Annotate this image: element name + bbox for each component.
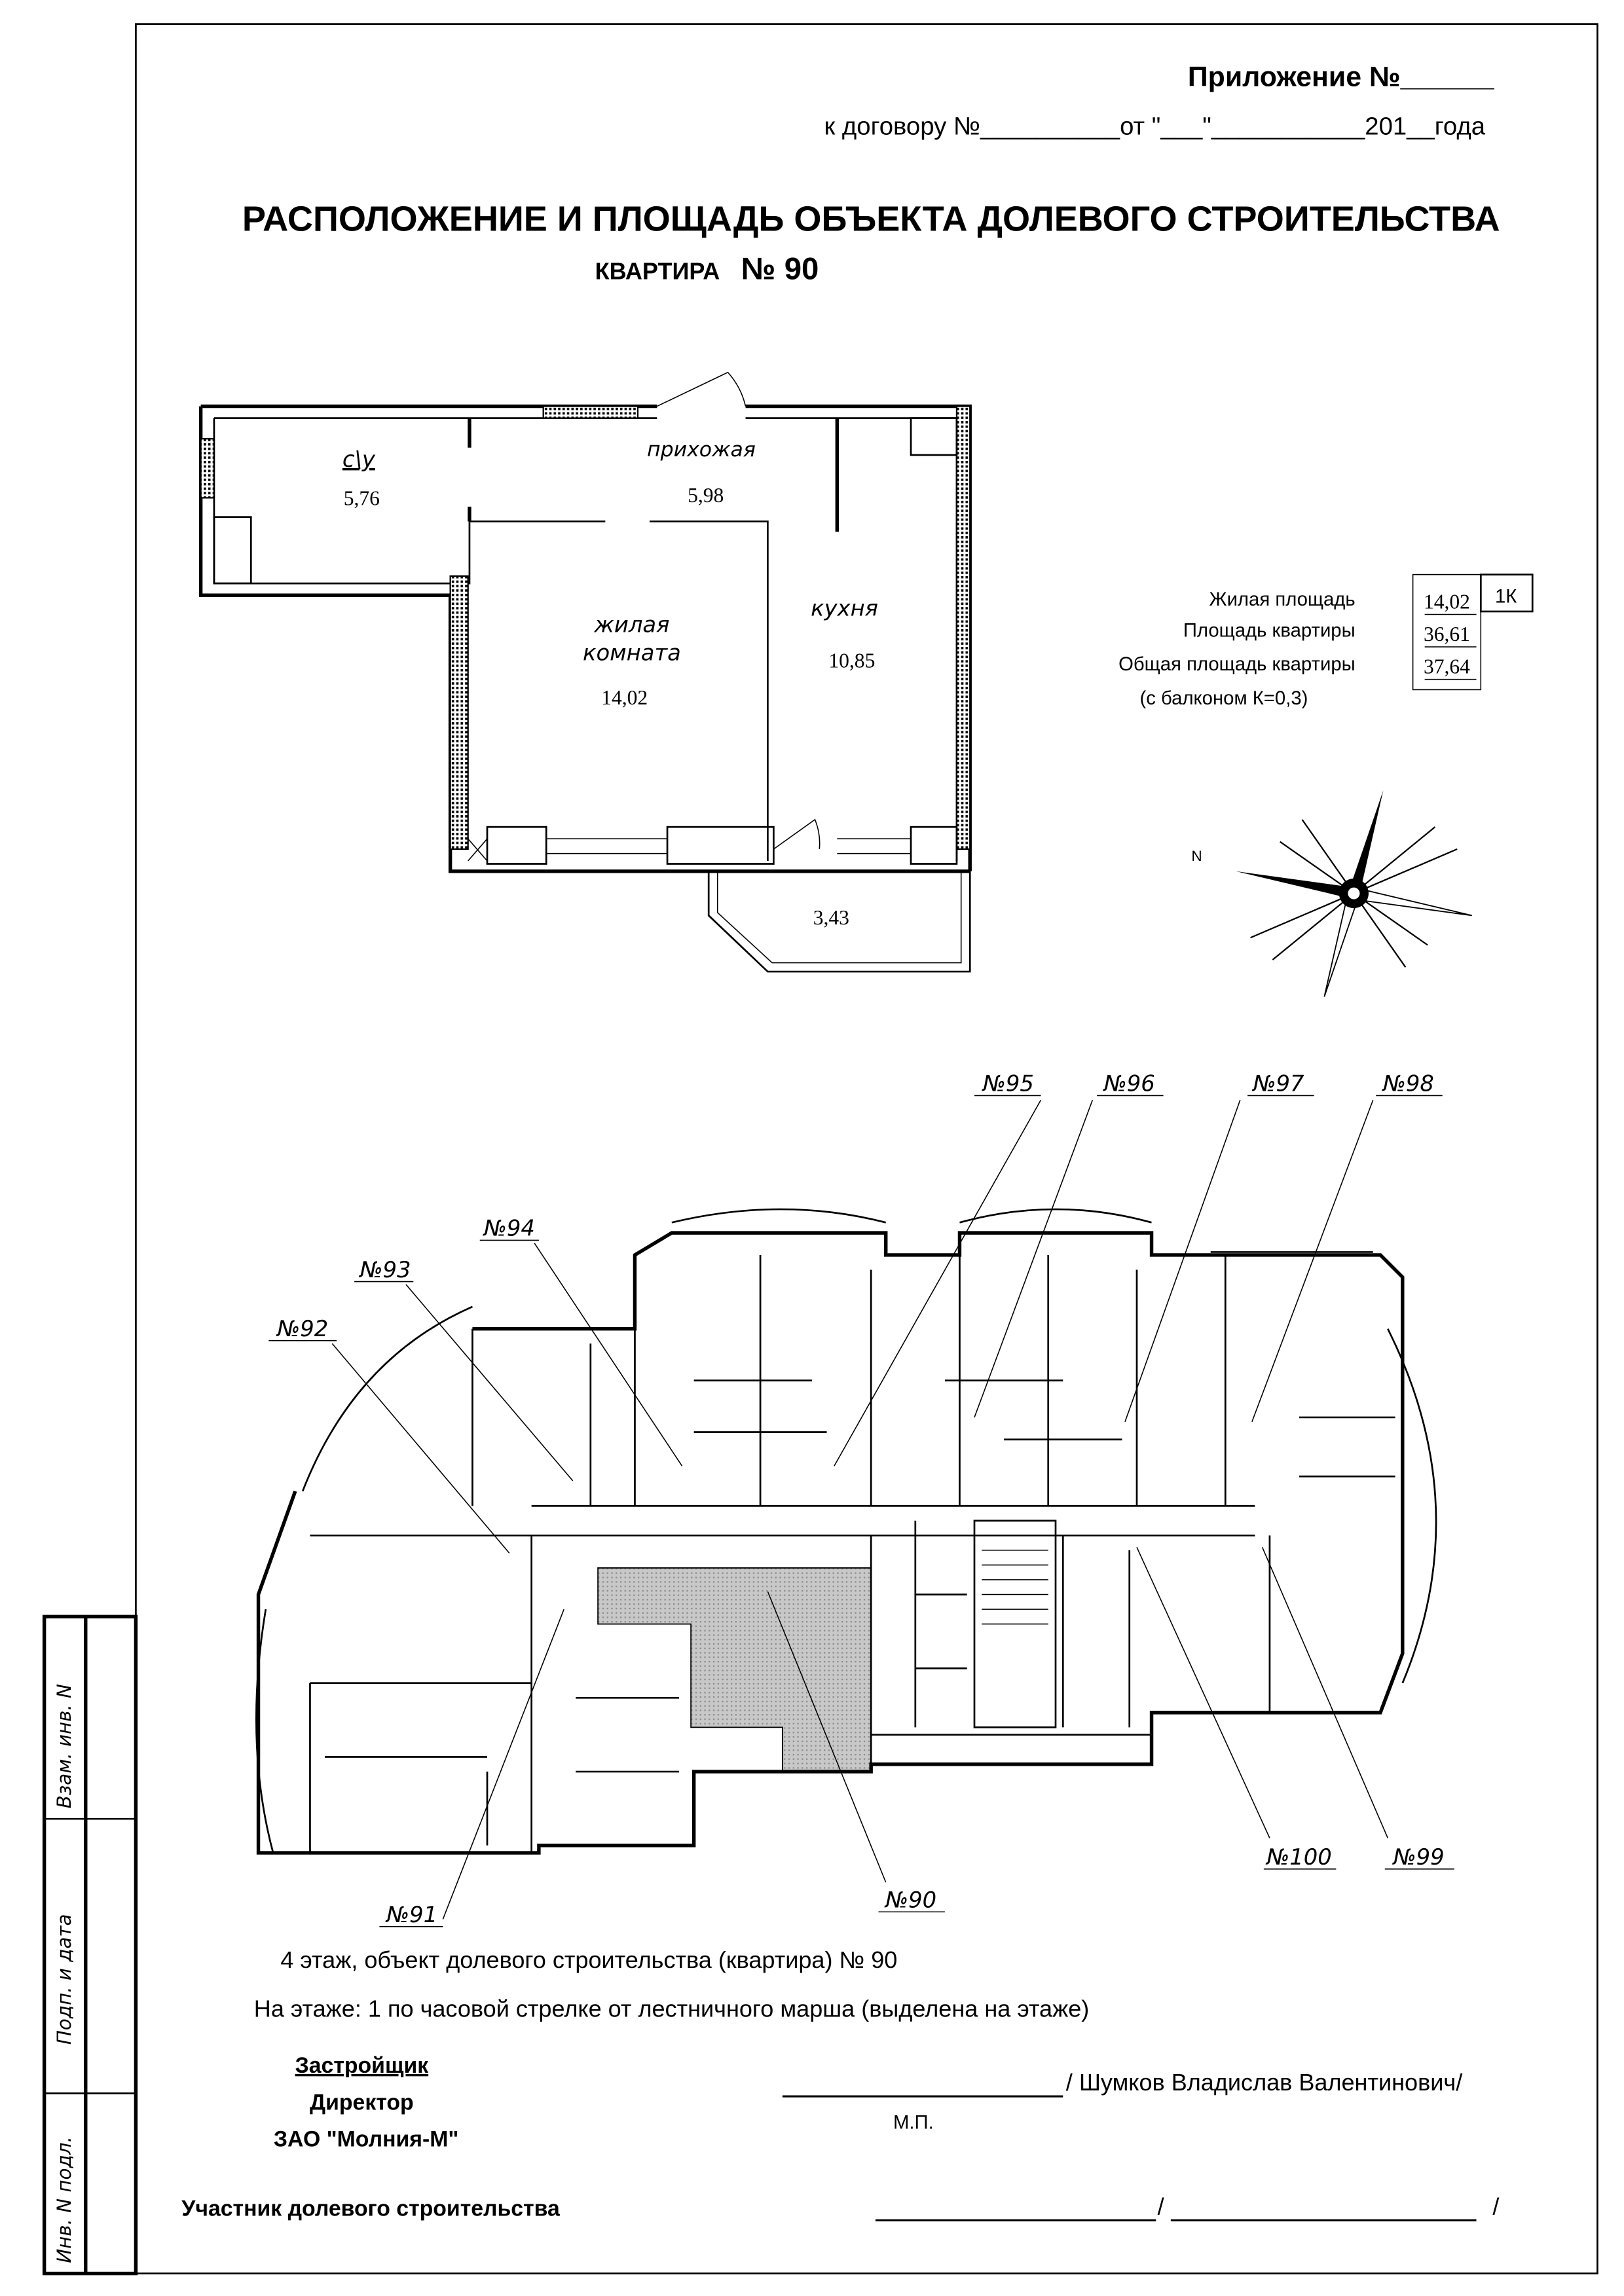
page-title: РАСПОЛОЖЕНИЕ И ПЛОЩАДЬ ОБЪЕКТА ДОЛЕВОГО … <box>242 199 1500 238</box>
apartment-label-97: №97 <box>1251 1071 1304 1097</box>
apartment-label-90: №90 <box>884 1887 936 1912</box>
stamp-column: Взам. инв. N Подп. и дата Инв. N подл. <box>42 1614 138 2276</box>
apartment-label-92: №92 <box>276 1316 328 1341</box>
apartment-plan <box>198 372 972 973</box>
apartment-label-91: №91 <box>385 1902 437 1927</box>
room-area-bathroom: 5,76 <box>344 487 380 510</box>
participant-label: Участник долевого строительства <box>181 2196 561 2221</box>
staircase <box>973 1520 1057 1728</box>
room-area-balcony: 3,43 <box>813 906 849 929</box>
signature-closing-slash: / <box>1492 2193 1500 2219</box>
apartment-label-94: №94 <box>483 1216 535 1241</box>
developer-name: / Шумков Владислав Валентинович/ <box>1066 2069 1463 2096</box>
room-type-badge: 1К <box>1495 585 1517 607</box>
apartment-label: КВАРТИРА <box>595 258 720 285</box>
apartment-leaders <box>268 1095 1454 1927</box>
north-label: N <box>1191 848 1202 864</box>
room-area-living: 14,02 <box>601 686 648 709</box>
floor-note: 4 этаж, объект долевого строительства (к… <box>280 1946 897 1973</box>
room-name-bathroom: с\у <box>342 446 376 472</box>
stamp-signature-date-label: Подп. и дата <box>53 1914 75 2045</box>
room-name-living-1: жилая <box>593 612 669 638</box>
balcony-coefficient-label: (с балконом К=0,3) <box>1140 687 1308 709</box>
stamp-replacement-label: Взам. инв. N <box>53 1684 75 1808</box>
apartment-label-100: №100 <box>1265 1844 1332 1870</box>
page-frame <box>135 23 1598 2274</box>
living-area-label: Жилая площадь <box>1209 589 1356 610</box>
contract-reference: к договору №__________от "___"__________… <box>824 113 1486 141</box>
seal-placeholder: М.П. <box>893 2112 934 2134</box>
total-area-value: 37,64 <box>1424 655 1470 678</box>
apartment-label-99: №99 <box>1392 1844 1445 1870</box>
apartment-label-96: №96 <box>1103 1071 1155 1097</box>
apartment-number: № 90 <box>741 252 819 287</box>
living-area-value: 14,02 <box>1424 590 1470 613</box>
developer-heading: Застройщик <box>295 2053 429 2078</box>
total-area-label: Общая площадь квартиры <box>1118 653 1356 675</box>
apartment-label-93: №93 <box>358 1257 411 1283</box>
compass-rose-icon: N <box>1191 790 1472 997</box>
stamp-inventory-label: Инв. N подл. <box>53 2136 75 2263</box>
apartment-labels: №95 №96 №97 №98 №94 №93 №92 №91 №90 №100… <box>276 1071 1445 1927</box>
apartment-label-98: №98 <box>1382 1071 1434 1097</box>
apartment-area-label: Площадь квартиры <box>1183 619 1356 641</box>
highlighted-apartment-90 <box>597 1567 872 1772</box>
appendix-number: Приложение №______ <box>1188 61 1495 92</box>
floor-plan <box>255 1208 1437 1855</box>
room-area-hallway: 5,98 <box>688 484 724 507</box>
signature-block: Застройщик Директор ЗАО "Молния-М" / Шум… <box>181 2053 1500 2222</box>
developer-role: Директор <box>310 2090 414 2115</box>
position-note: На этаже: 1 по часовой стрелке от лестни… <box>254 1995 1090 2022</box>
room-area-kitchen: 10,85 <box>828 649 875 672</box>
room-name-kitchen: кухня <box>811 596 878 621</box>
room-name-hallway: прихожая <box>647 438 756 462</box>
area-summary: Жилая площадь Площадь квартиры Общая пло… <box>1118 574 1534 709</box>
apartment-label-95: №95 <box>982 1071 1034 1097</box>
room-name-living-2: комната <box>583 640 681 665</box>
room-labels: с\у 5,76 прихожая 5,98 жилая комната 14,… <box>342 438 878 929</box>
apartment-area-value: 36,61 <box>1424 623 1470 646</box>
signature-separator: / <box>1158 2193 1165 2219</box>
developer-company: ЗАО "Молния-М" <box>274 2127 459 2152</box>
